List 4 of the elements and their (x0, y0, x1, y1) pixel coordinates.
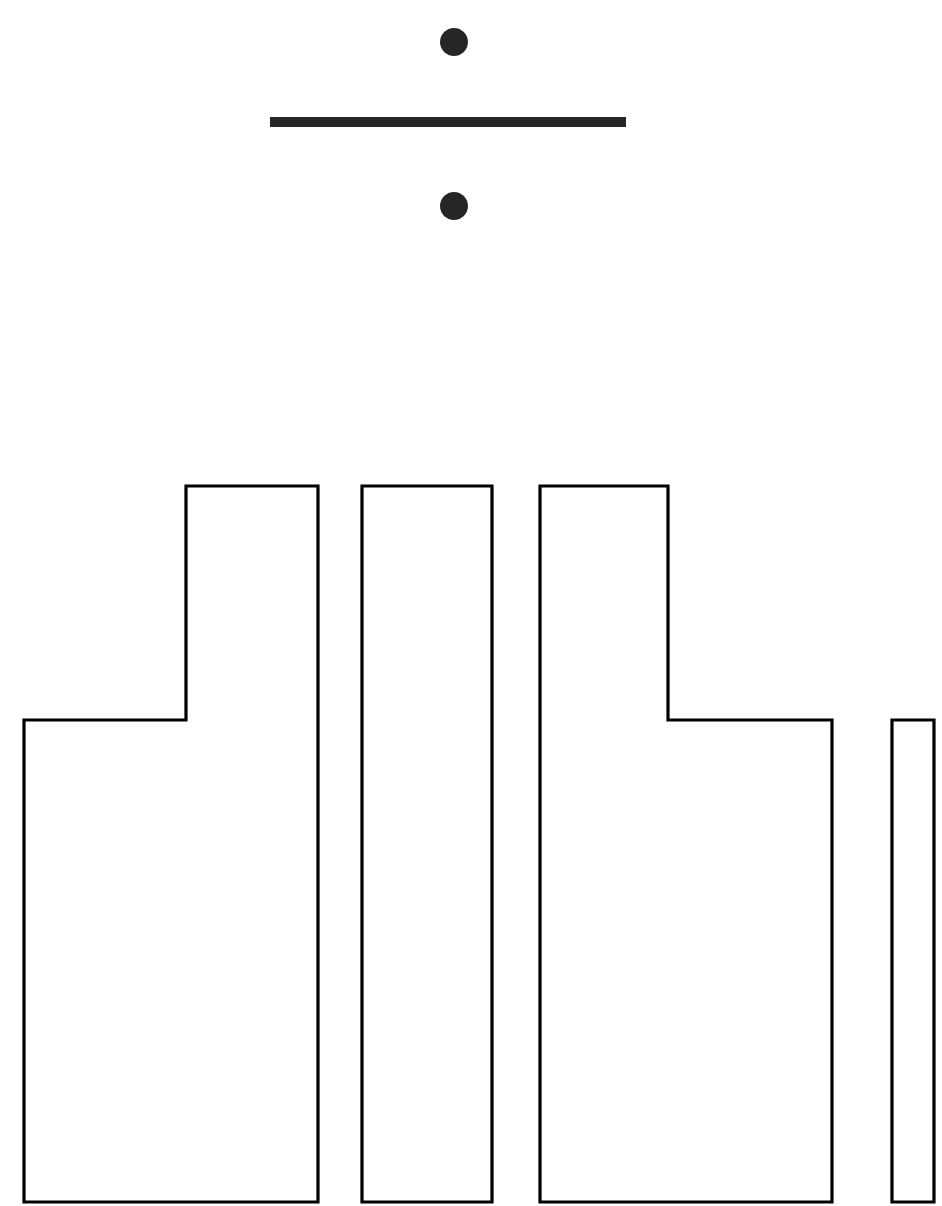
tall-bar (360, 484, 494, 1204)
stepped-block (22, 484, 320, 1204)
stepped-block (538, 484, 834, 1204)
tall-bar (890, 718, 936, 1204)
